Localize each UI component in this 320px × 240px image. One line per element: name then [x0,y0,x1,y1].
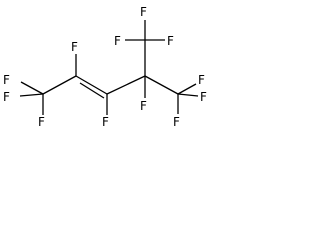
bond-c3-c4 [106,75,146,95]
bond-c1-c2 [42,75,77,95]
molecule-drawing: F F F F F F F F F F F F [3,5,207,129]
bond-c2-c3-second-line [79,82,105,99]
bond-c1-f1 [20,81,44,95]
atom-label-f7: F [114,34,121,48]
atom-label-f11: F [200,90,207,104]
bond-c6-f10 [177,83,197,95]
atom-label-f4: F [71,40,78,54]
atom-label-f12: F [173,115,180,129]
atom-label-f6: F [140,99,147,113]
bond-c6-f11 [177,93,199,97]
atom-label-f5: F [102,115,109,129]
bond-c2-c3 [75,75,108,95]
atom-label-f9: F [167,34,174,48]
bond-c1-f2 [19,93,44,97]
atom-label-f2: F [3,90,10,104]
atom-label-f10: F [198,73,205,87]
atom-label-f1: F [3,73,10,87]
atom-label-f8: F [140,5,147,19]
bond-c4-c6 [144,75,179,95]
structure-diagram: F F F F F F F F F F F F [0,0,222,158]
atom-label-f3: F [38,115,45,129]
